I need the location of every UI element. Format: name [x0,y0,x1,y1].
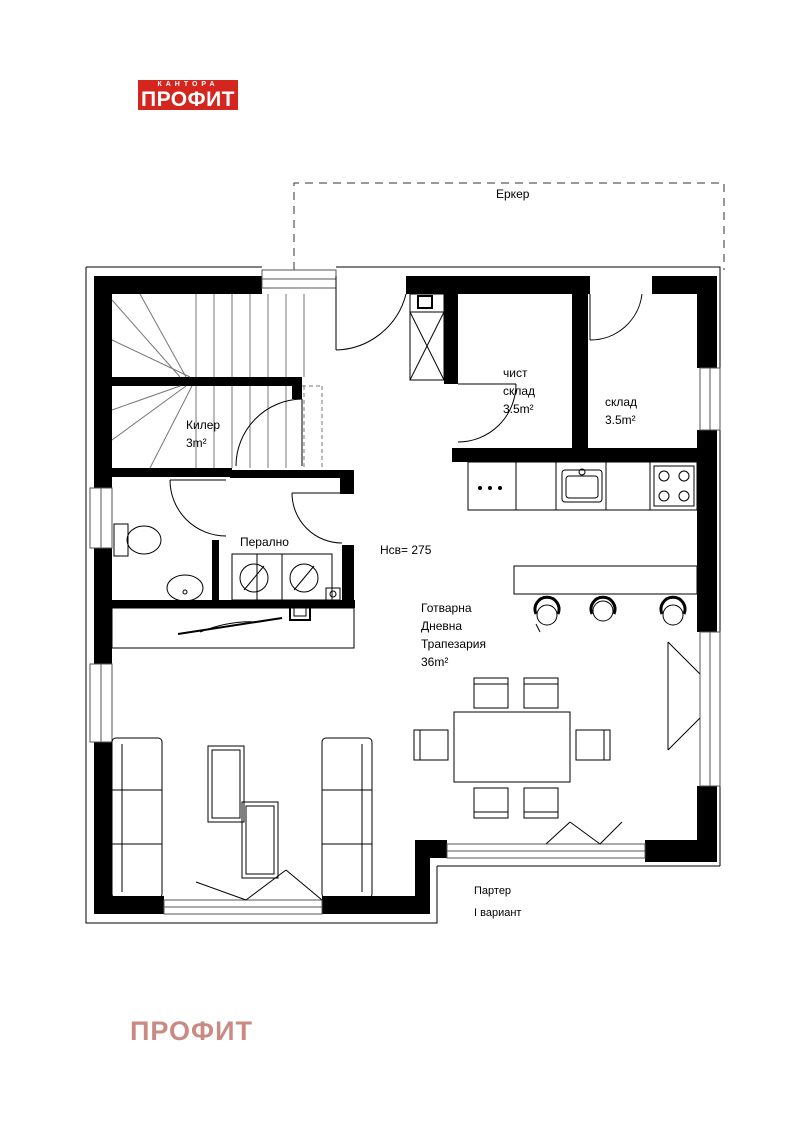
label-chist-line1: чист [503,366,528,380]
label-ceiling-height: Нсв= 275 [380,543,432,557]
laundry-machines [231,553,341,621]
label-kiler-line2: 3m² [186,436,207,450]
label-living-line4: 36m² [421,655,448,669]
watermark-text: ПРОФИТ [130,1016,254,1046]
logo-title: ПРОФИТ [140,88,235,111]
label-sklad-line2: 3.5m² [605,413,636,427]
label-floor-line2: I вариант [474,907,521,919]
label-floor-line1: Партер [474,885,511,897]
kitchen-counter [467,461,698,511]
label-living-line3: Трапезария [421,637,486,651]
outer-outline [85,266,721,924]
walls [94,276,717,914]
dining-table [413,677,611,819]
sofas [111,737,373,899]
doors [169,276,701,901]
bar-counter [513,565,698,633]
shaft [409,293,445,381]
label-chist-line3: 3.5m² [503,402,534,416]
label-living-line2: Дневна [421,619,462,633]
sliding-door [111,607,355,649]
label-peralno: Перално [240,535,289,549]
label-sklad-line1: склад [605,395,637,409]
label-erker: Еркер [496,187,530,201]
windows [89,269,721,915]
logo-subtitle: КАНТОРА [157,81,219,88]
label-kiler-line1: Килер [186,418,220,432]
brand-logo: КАНТОРА ПРОФИТ [138,80,238,111]
staircase [111,293,323,469]
bathroom-fixtures [113,523,204,602]
erker-outline [293,182,725,270]
label-living-line1: Готварна [421,601,472,615]
label-chist-line2: склад [503,384,535,398]
